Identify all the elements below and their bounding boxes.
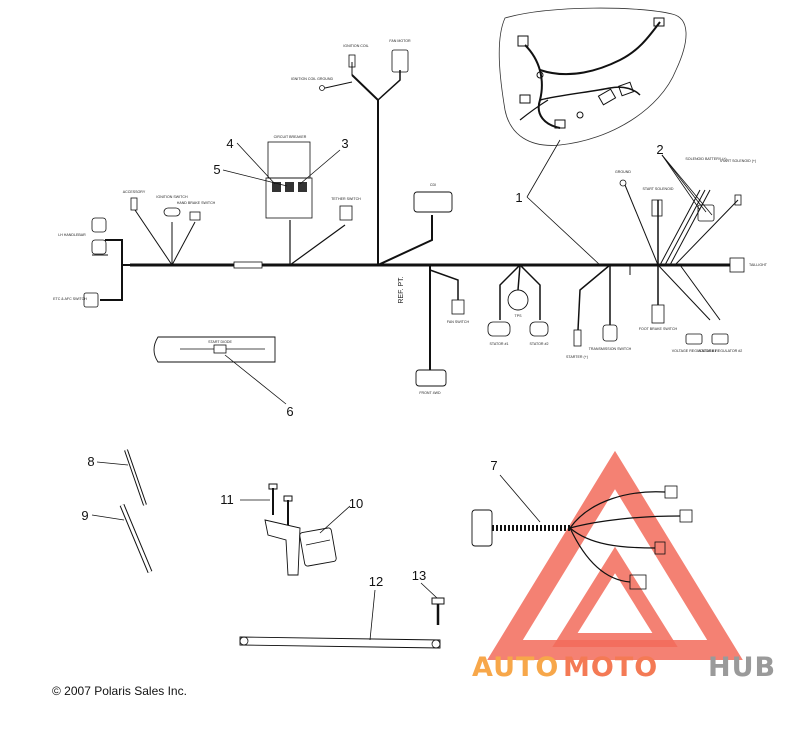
connector-stator-1: STATOR #1 [487, 321, 511, 346]
screws-part-11 [268, 483, 293, 525]
callout-numbers: 1 2 3 4 5 6 7 8 9 10 11 12 13 [81, 136, 663, 589]
watermark-logo: AUTO MOTO HUB [472, 450, 776, 683]
copyright-text: © 2007 Polaris Sales Inc. [52, 684, 187, 698]
watermark-hub: HUB [708, 652, 776, 683]
svg-text:GROUND: GROUND [615, 170, 631, 174]
svg-text:TETHER SWITCH: TETHER SWITCH [331, 197, 361, 201]
svg-text:LH HANDLEBAR: LH HANDLEBAR [58, 233, 86, 237]
callout-9: 9 [81, 508, 88, 523]
connector-hand-brake-switch: HAND BRAKE SWITCH [177, 201, 216, 221]
svg-text:FAN MOTOR: FAN MOTOR [389, 39, 411, 43]
connector-ground: GROUND [615, 170, 631, 187]
callout-10: 10 [349, 496, 363, 511]
callout-8: 8 [87, 454, 94, 469]
connector-cdi: CDI [413, 183, 453, 213]
connector-tps: TPS [507, 289, 529, 318]
svg-text:START SOLENOID: START SOLENOID [643, 187, 674, 191]
connector-voltage-regulator-2: VOLTAGE REGULATOR #2 [698, 333, 742, 353]
connector-tether-switch: TETHER SWITCH [331, 197, 361, 221]
svg-text:CDI: CDI [430, 183, 436, 187]
cable-tie-part-9 [119, 504, 153, 573]
connector-fan-motor: FAN MOTOR [389, 39, 411, 73]
svg-text:FAN SWITCH: FAN SWITCH [447, 320, 470, 324]
svg-text:STATOR #2: STATOR #2 [530, 342, 549, 346]
connector-lh-handlebar: LH HANDLEBAR [58, 217, 107, 255]
connector-etc-afc-switch: ETC & AFC SWITCH [53, 292, 99, 308]
svg-text:VOLTAGE REGULATOR #2: VOLTAGE REGULATOR #2 [698, 349, 742, 353]
callout-1: 1 [515, 190, 522, 205]
ground-strap-part-12 [239, 636, 441, 649]
reference-point: REF. PT. [398, 276, 405, 303]
connector-fan-switch: FAN SWITCH [447, 299, 470, 324]
svg-text:STATOR #1: STATOR #1 [490, 342, 509, 346]
svg-text:TAILLIGHT: TAILLIGHT [749, 263, 768, 267]
callout-3: 3 [341, 136, 348, 151]
connector-solenoid-battery: SOLENOID BATTERY (+) [685, 157, 727, 222]
svg-text:REF. PT.: REF. PT. [398, 276, 405, 303]
connector-voltage-regulator-1: VOLTAGE REGULATOR #1 [672, 333, 716, 353]
callout-13: 13 [412, 568, 426, 583]
connector-transmission-switch: TRANSMISSION SWITCH [589, 324, 632, 351]
sub-harness-part-7 [471, 485, 693, 590]
main-harness [92, 62, 739, 370]
start-diode-strap: START DIODE [153, 336, 276, 363]
svg-text:IGNITION SWITCH: IGNITION SWITCH [156, 195, 188, 199]
connector-starter: STARTER (+) [566, 329, 588, 359]
svg-text:IGNITION COIL: IGNITION COIL [343, 44, 368, 48]
watermark-auto: AUTO [472, 652, 559, 683]
leader-lines [91, 139, 713, 641]
svg-text:IGNITION COIL GROUND: IGNITION COIL GROUND [291, 77, 334, 81]
svg-text:HAND BRAKE SWITCH: HAND BRAKE SWITCH [177, 201, 216, 205]
callout-11: 11 [220, 492, 234, 507]
callout-6: 6 [286, 404, 293, 419]
callout-5: 5 [213, 162, 220, 177]
svg-text:TPS: TPS [515, 314, 523, 318]
svg-text:ACCESSORY: ACCESSORY [123, 190, 146, 194]
connector-foot-brake-switch: FOOT BRAKE SWITCH [639, 304, 678, 331]
callout-2: 2 [656, 142, 663, 157]
svg-text:START SOLENOID (+): START SOLENOID (+) [720, 159, 756, 163]
svg-text:START DIODE: START DIODE [208, 340, 232, 344]
watermark-moto: MOTO [563, 652, 658, 683]
circuit-breaker-block: CIRCUIT BREAKER [265, 135, 313, 219]
connector-ignition-coil: IGNITION COIL [343, 44, 369, 68]
callout-12: 12 [369, 574, 383, 589]
svg-text:ETC & AFC SWITCH: ETC & AFC SWITCH [53, 297, 87, 301]
connector-start-solenoid: START SOLENOID [643, 187, 674, 217]
connector-stator-2: STATOR #2 [530, 321, 549, 346]
connector-start-solenoid-plus: START SOLENOID (+) [720, 159, 756, 206]
bracket-part-10 [264, 519, 337, 576]
connector-ignition-switch: IGNITION SWITCH [156, 195, 188, 217]
callout-4: 4 [226, 136, 233, 151]
svg-text:FOOT BRAKE SWITCH: FOOT BRAKE SWITCH [639, 327, 678, 331]
svg-text:STARTER (+): STARTER (+) [566, 355, 588, 359]
harness-inset-view [498, 7, 687, 146]
connector-front-4wd: FRONT 4WD [415, 369, 447, 395]
cable-tie-part-8 [124, 449, 147, 506]
svg-text:SOLENOID BATTERY (+): SOLENOID BATTERY (+) [685, 157, 726, 161]
svg-text:CIRCUIT BREAKER: CIRCUIT BREAKER [274, 135, 307, 139]
connector-taillight: TAILLIGHT [729, 257, 768, 273]
svg-text:TRANSMISSION SWITCH: TRANSMISSION SWITCH [589, 347, 632, 351]
connector-accessory: ACCESSORY [123, 190, 146, 211]
callout-7: 7 [490, 458, 497, 473]
svg-text:FRONT 4WD: FRONT 4WD [419, 391, 441, 395]
bolt-part-13 [431, 597, 445, 625]
connector-ignition-coil-ground: IGNITION COIL GROUND [291, 77, 334, 91]
svg-text:VOLTAGE REGULATOR #1: VOLTAGE REGULATOR #1 [672, 349, 716, 353]
